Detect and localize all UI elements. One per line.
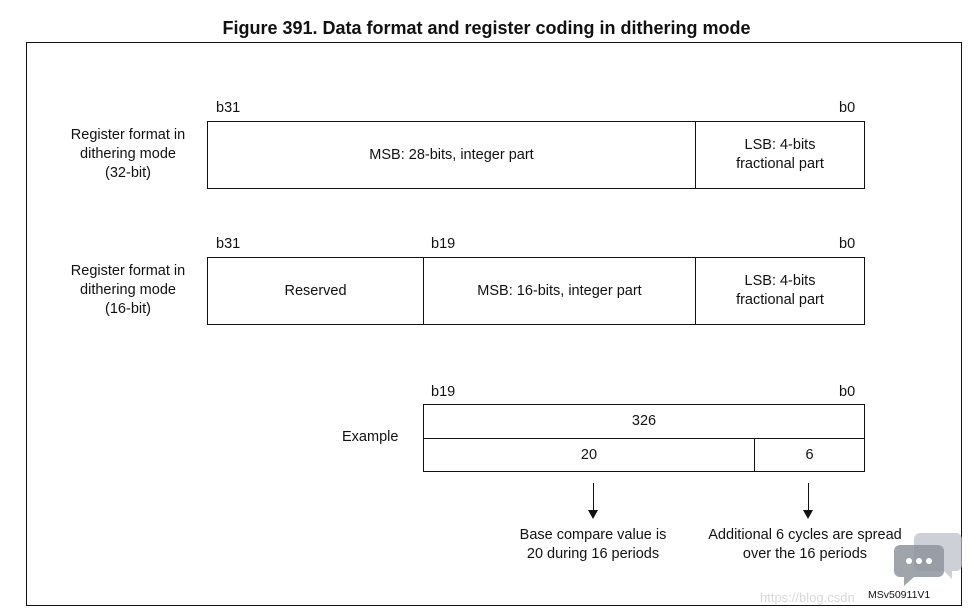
- row16-bit-b19: b19: [431, 236, 456, 252]
- example-integer-value: 20: [580, 446, 598, 463]
- row32-bit-b0: b0: [839, 100, 856, 116]
- row32-label: Register format in dithering mode (32-bi…: [53, 126, 203, 183]
- row32-label-line-2: dithering mode: [80, 146, 176, 162]
- example-total-value: 326: [631, 413, 657, 429]
- row32-msb-field: MSB: 28-bits, integer part: [207, 121, 696, 189]
- arrow-left-head: [588, 510, 598, 519]
- note-base-compare: Base compare value is 20 during 16 perio…: [493, 526, 693, 564]
- arrow-left-shaft: [593, 483, 594, 511]
- note-base-compare-line-1: Base compare value is: [519, 527, 667, 543]
- row32-lsb-line-2: fractional part: [736, 156, 824, 172]
- row16-lsb-field: LSB: 4-bits fractional part: [695, 257, 865, 325]
- row32-msb-text: MSB: 28-bits, integer part: [369, 146, 534, 163]
- row16-reserved-text: Reserved: [284, 282, 347, 299]
- row16-reserved-field: Reserved: [207, 257, 424, 325]
- row16-lsb-line-1: LSB: 4-bits: [744, 273, 816, 289]
- row32-label-line-3: (32-bit): [105, 165, 151, 181]
- example-integer-field: 20: [423, 438, 755, 472]
- note-additional-cycles-line-2: over the 16 periods: [742, 546, 868, 562]
- row16-label: Register format in dithering mode (16-bi…: [53, 262, 203, 319]
- note-additional-cycles: Additional 6 cycles are spread over the …: [693, 526, 917, 564]
- row16-label-line-2: dithering mode: [80, 282, 176, 298]
- row16-label-line-1: Register format in: [70, 263, 186, 279]
- arrow-right-head: [803, 510, 813, 519]
- diagram-frame: [26, 42, 962, 606]
- figure-title: Figure 391. Data format and register cod…: [222, 18, 751, 38]
- row16-label-line-3: (16-bit): [105, 301, 151, 317]
- row32-bit-b31: b31: [216, 100, 241, 116]
- example-fraction-field: 6: [754, 438, 865, 472]
- row32-lsb-field: LSB: 4-bits fractional part: [695, 121, 865, 189]
- figure-reference-code: MSv50911V1: [868, 589, 931, 601]
- chat-bubble-icon: [894, 533, 962, 586]
- example-bit-b0: b0: [839, 384, 856, 400]
- row16-bit-b0: b0: [839, 236, 856, 252]
- row16-bit-b31: b31: [216, 236, 241, 252]
- row16-msb-text: MSB: 16-bits, integer part: [477, 282, 642, 299]
- row16-msb-field: MSB: 16-bits, integer part: [423, 257, 696, 325]
- row16-lsb-line-2: fractional part: [736, 292, 824, 308]
- example-label: Example: [342, 429, 399, 445]
- example-fraction-value: 6: [805, 446, 814, 463]
- watermark-text: https://blog.csdn: [760, 590, 855, 605]
- example-total-field: 326: [423, 404, 865, 439]
- note-base-compare-line-2: 20 during 16 periods: [526, 546, 660, 562]
- row32-lsb-line-1: LSB: 4-bits: [744, 137, 816, 153]
- note-additional-cycles-line-1: Additional 6 cycles are spread: [708, 527, 902, 543]
- row32-label-line-1: Register format in: [70, 127, 186, 143]
- arrow-right-shaft: [808, 483, 809, 511]
- example-bit-b19: b19: [431, 384, 456, 400]
